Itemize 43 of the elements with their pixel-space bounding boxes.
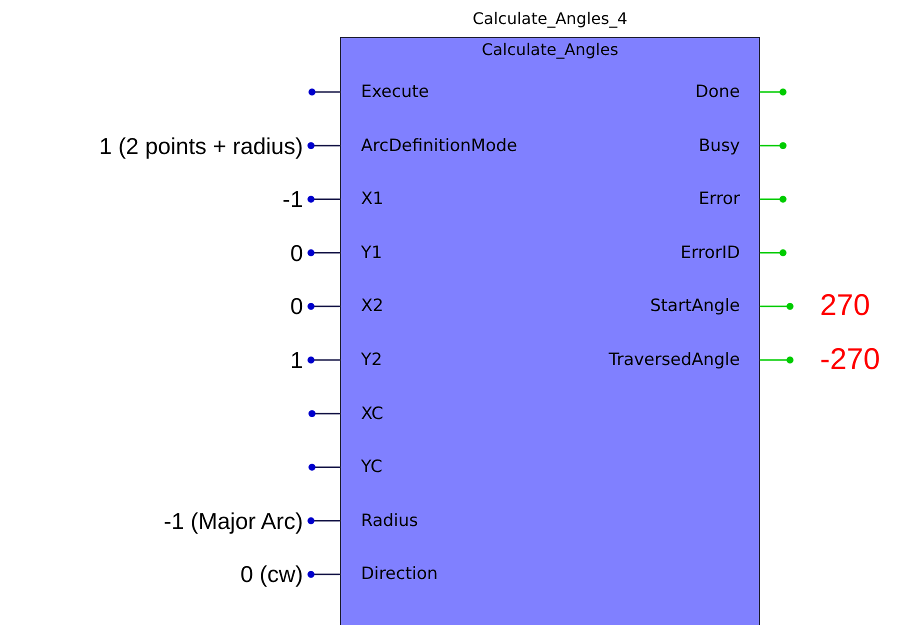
parameter-value: 0: [290, 292, 305, 320]
input-pin-label: YC: [341, 455, 382, 480]
pin-connector: [759, 142, 786, 150]
parameter-value: 0: [290, 238, 305, 267]
pin-connector: [759, 249, 786, 256]
input-pin-label: X2: [341, 294, 384, 318]
parameter-value: 270: [790, 288, 870, 324]
input-pin-label: X1: [341, 187, 384, 212]
pin-connector: [308, 464, 341, 471]
input-pin-label: XC: [341, 402, 384, 426]
block-type-name: Calculate_Angles: [480, 40, 620, 59]
parameter-value: -1 (Major Arc): [164, 506, 305, 535]
pin-connector: [308, 410, 341, 418]
parameter-value: -270: [790, 342, 880, 378]
pin-connector: [308, 88, 341, 96]
pin-connector: [759, 356, 794, 364]
pin-connector: [308, 249, 341, 256]
input-pin-label: Y1: [341, 240, 382, 265]
output-pin-label: Busy: [698, 134, 759, 158]
output-pin-label: TraversedAngle: [608, 348, 759, 372]
pin-connector: [308, 517, 341, 524]
input-pin-label: Y2: [341, 348, 382, 372]
output-pin-label: Error: [698, 187, 759, 212]
input-pin-label: ArcDefinitionMode: [341, 134, 518, 158]
input-pin-label: Radius: [341, 508, 418, 533]
parameter-value: 1 (2 points + radius): [99, 132, 305, 160]
input-pin-label: Execute: [341, 80, 429, 104]
output-pin-label: Done: [695, 80, 759, 104]
pin-connector: [759, 302, 794, 310]
output-pin-label: StartAngle: [650, 294, 759, 318]
input-pin-label: Direction: [341, 562, 438, 586]
pin-connector: [759, 88, 786, 96]
pin-connector: [308, 356, 341, 364]
parameter-value: -1: [282, 185, 305, 214]
output-pin-label: ErrorID: [680, 240, 759, 265]
pin-connector: [308, 196, 341, 203]
parameter-value: 0 (cw): [240, 560, 305, 588]
pin-connector: [308, 570, 341, 578]
pin-connector: [308, 142, 341, 150]
parameter-value: 1: [290, 346, 305, 374]
pin-connector: [308, 302, 341, 310]
instance-name: Calculate_Angles_4: [472, 9, 628, 28]
pin-connector: [759, 196, 786, 203]
